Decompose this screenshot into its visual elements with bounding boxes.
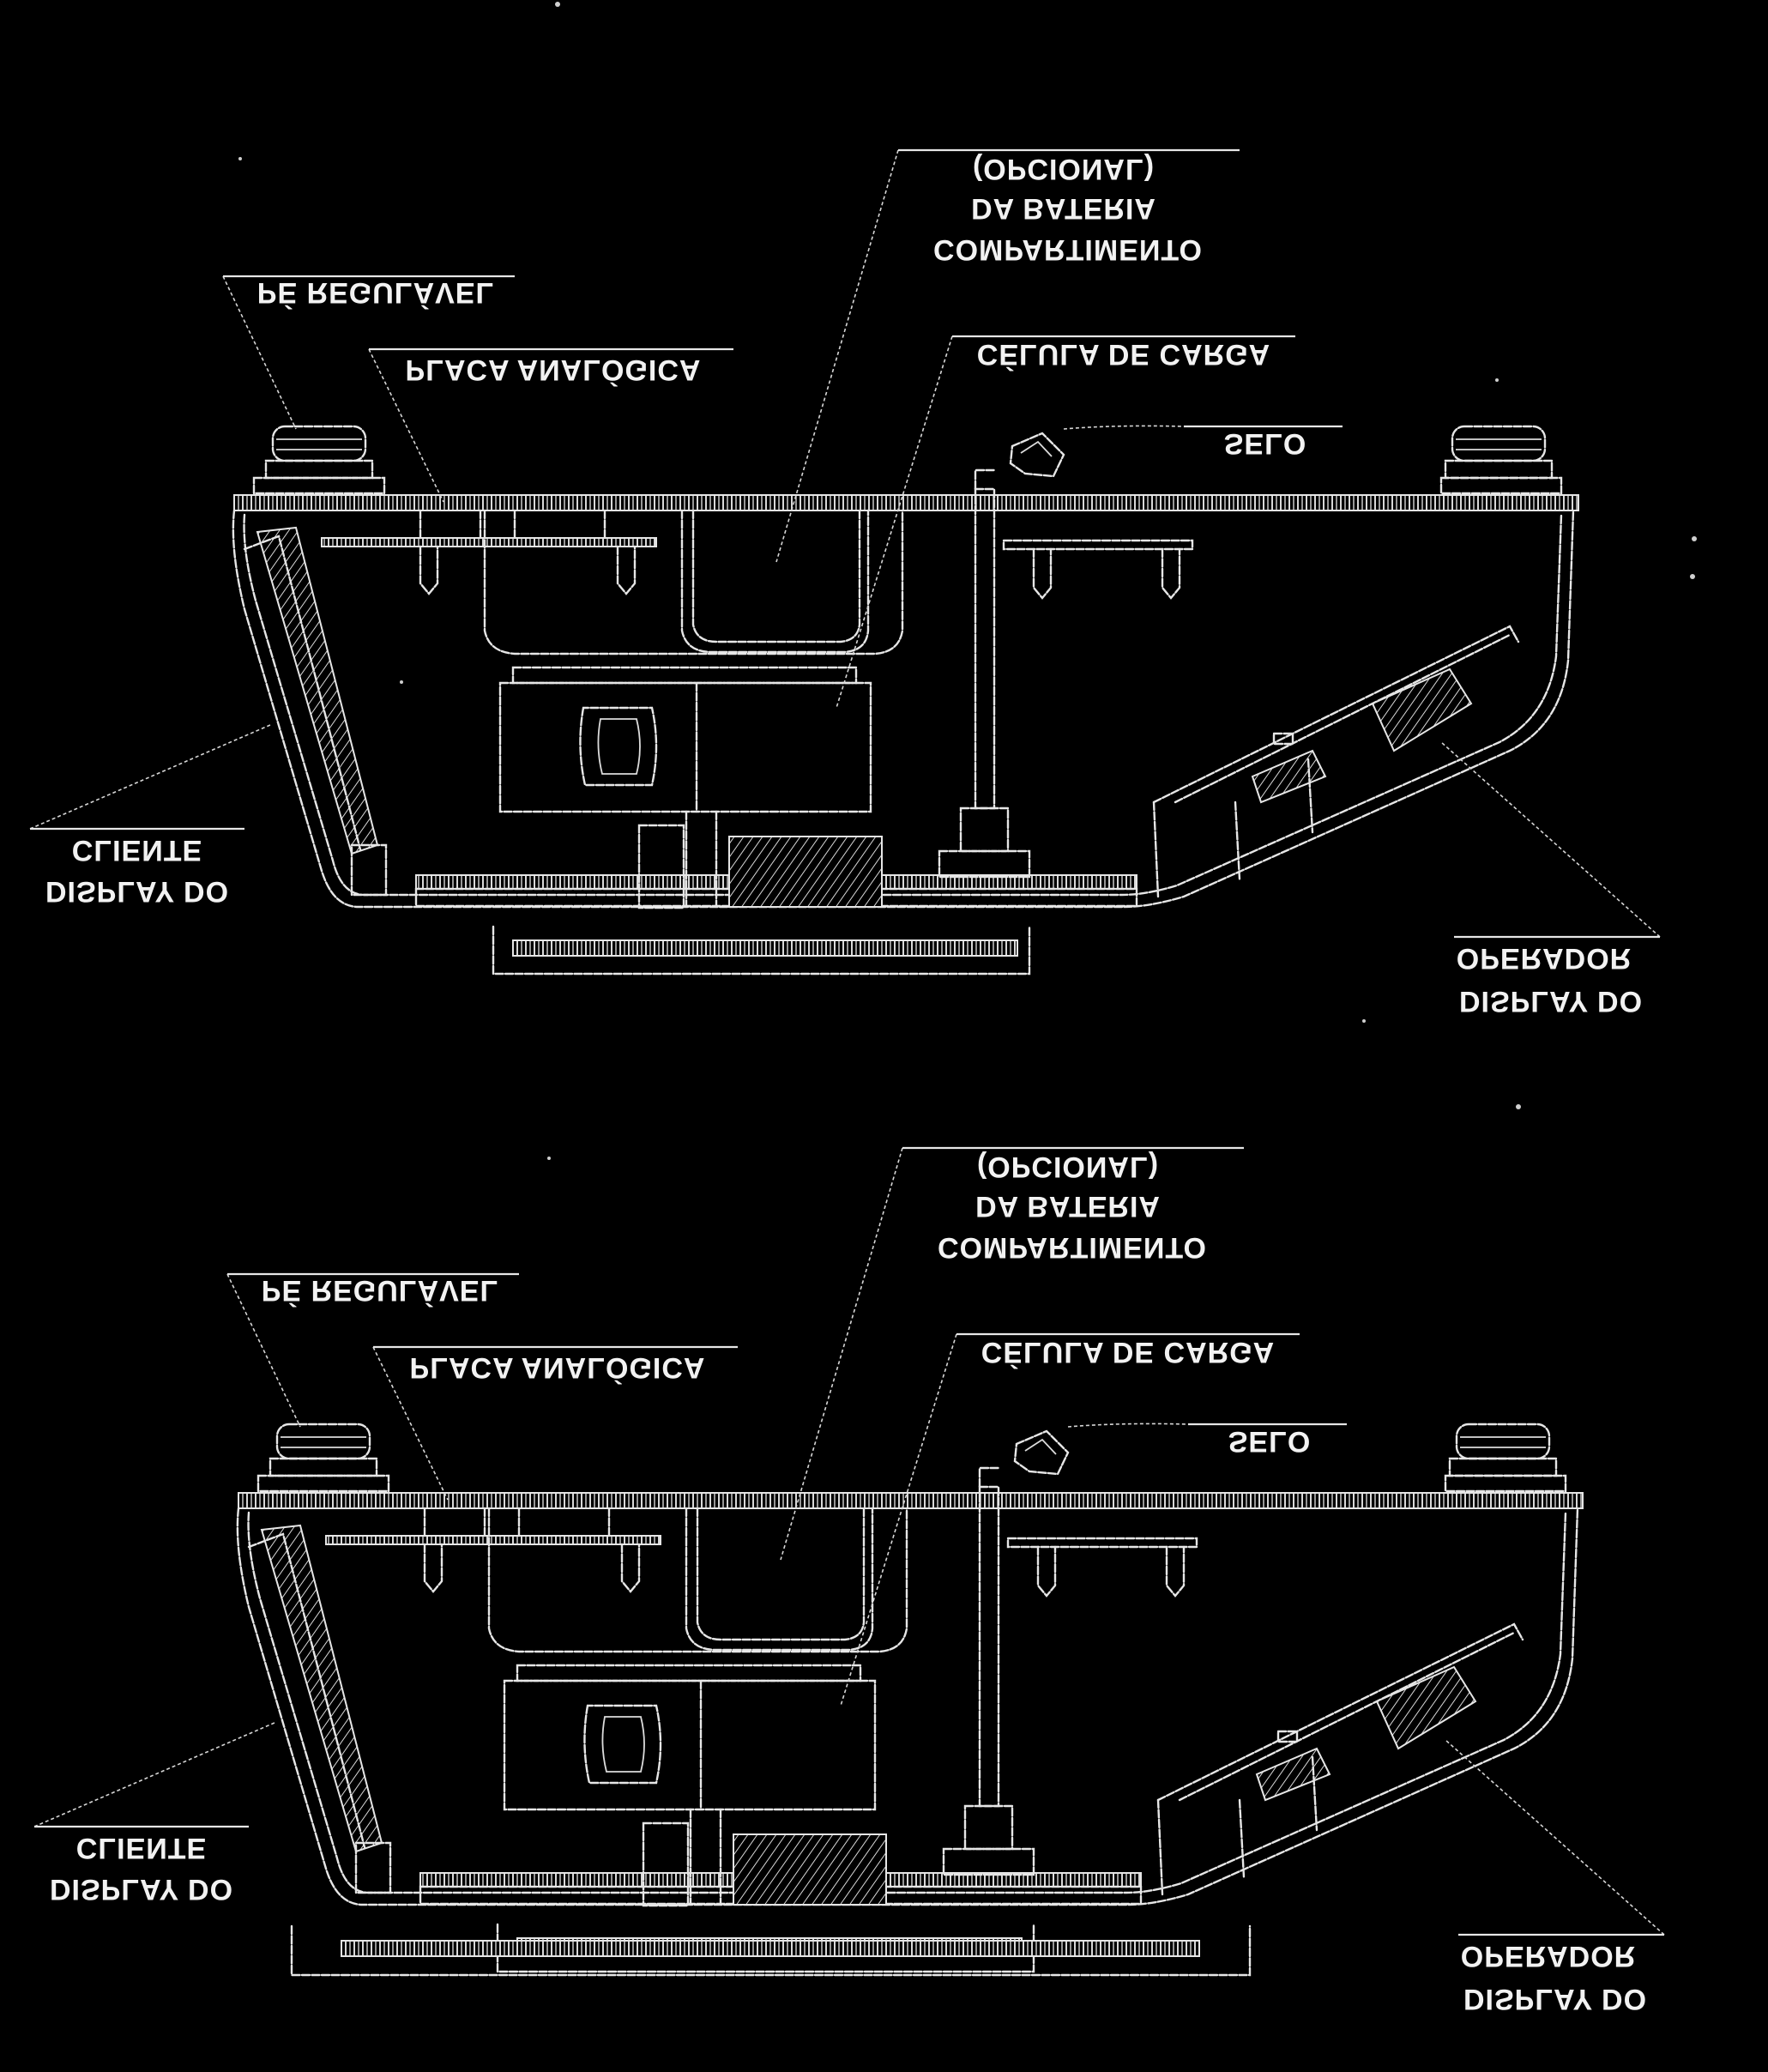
lower-scale-cross-section xyxy=(33,1146,1666,1973)
label-display-operador-upper-1: OPERADOR xyxy=(1457,942,1632,975)
label-placa-analogica-lower: PLACA ANALÓGICA xyxy=(410,1351,706,1384)
load-cell xyxy=(498,666,883,909)
labels-upper: (OPCIONAL) DA BATERIA COMPARTIMENTO PÉ R… xyxy=(45,153,1643,1018)
label-display-cliente-upper-1: CLIENTE xyxy=(72,834,202,867)
base-tray xyxy=(492,925,1031,976)
scan-noise xyxy=(238,2,1697,1160)
seal-post xyxy=(938,432,1065,879)
adjustable-foot-right xyxy=(1439,425,1563,495)
seal-icon xyxy=(1009,432,1065,478)
adjustable-foot-left xyxy=(252,425,386,495)
label-selo-upper: SELO xyxy=(1224,427,1307,460)
analog-board xyxy=(321,537,657,547)
label-display-cliente-lower-2: DISPLAY DO xyxy=(50,1873,233,1906)
base-tray-plate xyxy=(512,939,1018,957)
label-compartimento-lower-3: COMPARTIMENTO xyxy=(938,1231,1207,1264)
label-display-operador-lower-1: OPERADOR xyxy=(1461,1940,1636,1972)
label-compartimento-upper-2: DA BATERIA xyxy=(971,192,1156,225)
lower-base-tray-extension xyxy=(290,1924,1252,1977)
label-selo-lower: SELO xyxy=(1228,1425,1312,1458)
top-plate xyxy=(233,494,1579,511)
labels-lower: (OPCIONAL) DA BATERIA COMPARTIMENTO PÉ R… xyxy=(50,1151,1647,2015)
label-pe-regulavel-upper: PÉ REGULÁVEL xyxy=(257,276,494,309)
label-compartimento-lower-1: (OPCIONAL) xyxy=(977,1151,1159,1183)
label-display-cliente-lower-1: CLIENTE xyxy=(76,1832,207,1864)
label-celula-de-carga-upper: CÉLULA DE CARGA xyxy=(977,338,1270,371)
label-display-cliente-upper-2: DISPLAY DO xyxy=(45,875,229,908)
battery-compartment xyxy=(483,509,904,655)
label-display-operador-lower-2: DISPLAY DO xyxy=(1463,1983,1647,2015)
label-pe-regulavel-lower: PÉ REGULÁVEL xyxy=(262,1274,498,1307)
label-placa-analogica-upper: PLACA ANALÓGICA xyxy=(406,353,702,386)
label-compartimento-upper-3: COMPARTIMENTO xyxy=(933,233,1203,266)
customer-display-panel xyxy=(256,526,379,855)
label-compartimento-upper-1: (OPCIONAL) xyxy=(973,153,1155,185)
label-compartimento-lower-2: DA BATERIA xyxy=(975,1190,1161,1223)
operator-display-panel xyxy=(1371,668,1473,752)
upper-scale-cross-section xyxy=(29,148,1661,976)
label-celula-de-carga-lower: CÉLULA DE CARGA xyxy=(981,1336,1275,1368)
label-display-operador-upper-2: DISPLAY DO xyxy=(1459,985,1643,1018)
